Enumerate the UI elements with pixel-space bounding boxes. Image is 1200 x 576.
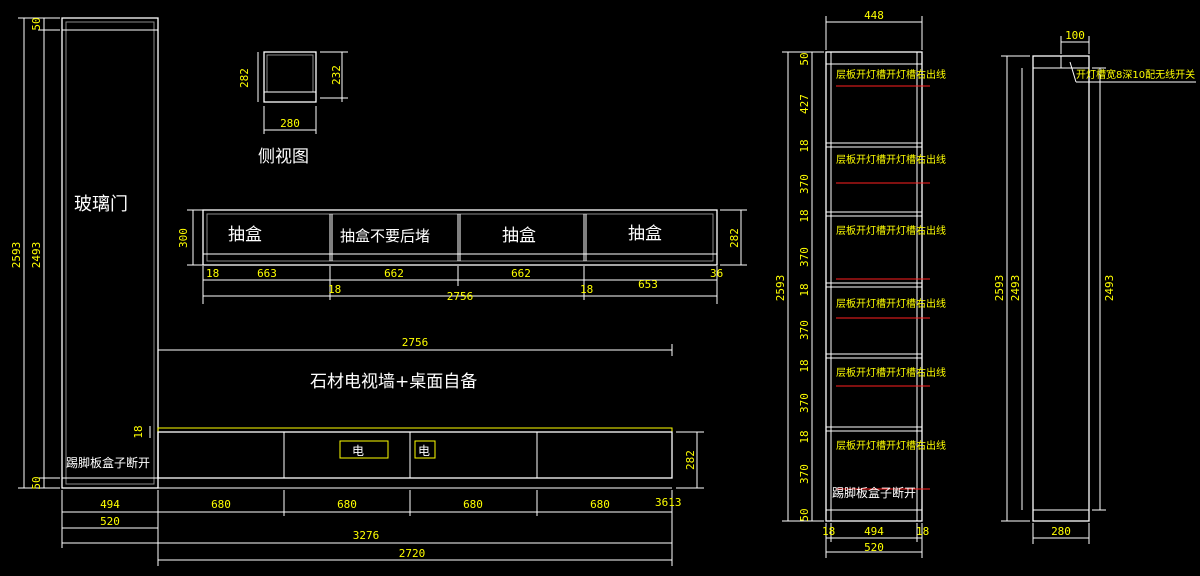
dim-low-494: 494 [100, 498, 120, 511]
dim-sh-v-10: 18 [798, 430, 811, 443]
light-groove-lines [836, 85, 930, 490]
dim-sh-v-5: 370 [798, 247, 811, 267]
power-outlet-1 [339, 440, 389, 459]
shelf-note-4: 层板开灯槽开灯槽右出线 [836, 297, 946, 310]
dim-low-18: 18 [132, 425, 145, 438]
dim-side-282: 282 [238, 68, 251, 88]
dim-low-680-a: 680 [211, 498, 231, 511]
dim-low-680-d: 680 [590, 498, 610, 511]
tall-cabinet-dimensions [18, 17, 60, 489]
dim-side-232: 232 [330, 65, 343, 85]
end-side-panel [1032, 55, 1090, 522]
shelf-unit-dimensions [782, 16, 923, 558]
dim-wall-662-b: 662 [511, 267, 531, 280]
dim-tall-50-top: 50 [30, 17, 43, 30]
shelf-note-3: 层板开灯槽开灯槽右出线 [836, 224, 946, 237]
dim-sh-v-1: 427 [798, 94, 811, 114]
power-label-2: 电 [418, 444, 430, 458]
tall-glass-cabinet [61, 17, 159, 489]
dim-sh-v-0: 50 [798, 52, 811, 65]
power-outlet-2 [414, 440, 436, 459]
tv-wall-top-dimension [157, 344, 673, 356]
dim-ed-2593: 2593 [993, 275, 1006, 302]
dim-wall-18-a: 18 [206, 267, 219, 280]
dim-low-520: 520 [100, 515, 120, 528]
drawer-label-2: 抽盒不要后堵 [340, 227, 430, 245]
dim-sh-v-9: 370 [798, 393, 811, 413]
dim-sh-494: 494 [864, 525, 884, 538]
dim-low-2720: 2720 [399, 547, 426, 560]
dim-sh-v-14: 50 [798, 508, 811, 521]
dim-ed-2493: 2493 [1009, 275, 1022, 302]
dim-sh-v-3: 370 [798, 174, 811, 194]
side-view-box [257, 51, 348, 134]
drawer-label-1: 抽盒 [228, 225, 262, 245]
dim-sh-18-l: 18 [822, 525, 835, 538]
dim-wall-18-c: 18 [580, 283, 593, 296]
low-cabinet-dimensions [61, 426, 704, 566]
drawer-label-4: 抽盒 [628, 224, 662, 244]
dim-sh-v-8: 18 [798, 359, 811, 372]
shelf-note-1: 层板开灯槽开灯槽右出线 [836, 68, 946, 81]
shelf-unit [825, 51, 923, 522]
power-label-1: 电 [352, 444, 364, 458]
dim-top-2756: 2756 [402, 336, 429, 349]
dim-wall-653: 653 [638, 278, 658, 291]
dim-wall-282: 282 [728, 228, 741, 248]
dim-tall-2493: 2493 [30, 242, 43, 269]
dim-tall-50-bot: 50 [30, 476, 43, 489]
kickboard-label-right: 踢脚板盒子断开 [832, 485, 916, 500]
dim-sh-v-7: 370 [798, 320, 811, 340]
dim-low-282: 282 [684, 450, 697, 470]
shelf-note-2: 层板开灯槽开灯槽右出线 [836, 153, 946, 166]
dim-sh-v-11: 370 [798, 464, 811, 484]
stone-wall-label: 石材电视墙+桌面自备 [310, 372, 477, 392]
dim-sh-2593: 2593 [774, 275, 787, 302]
glass-door-label: 玻璃门 [74, 194, 128, 215]
dim-tall-2593: 2593 [10, 242, 23, 269]
dim-wall-18-b: 18 [328, 283, 341, 296]
dim-side-280: 280 [280, 117, 300, 130]
kickboard-label-left: 踢脚板盒子断开 [66, 455, 150, 470]
dim-wall-662-a: 662 [384, 267, 404, 280]
dim-low-680-b: 680 [337, 498, 357, 511]
dim-ed-280: 280 [1051, 525, 1071, 538]
wall-unit-dimensions [187, 209, 747, 304]
dim-low-680-c: 680 [463, 498, 483, 511]
drawer-label-3: 抽盒 [502, 226, 536, 246]
dim-wall-300: 300 [177, 228, 190, 248]
dim-wall-2756: 2756 [447, 290, 474, 303]
dim-sh-448: 448 [864, 9, 884, 22]
dim-wall-663: 663 [257, 267, 277, 280]
dim-ed-2493-r: 2493 [1103, 275, 1116, 302]
dim-sh-v-6: 18 [798, 283, 811, 296]
dim-low-3276: 3276 [353, 529, 380, 542]
shelf-note-6: 层板开灯槽开灯槽右出线 [836, 439, 946, 452]
wall-drawer-unit [202, 209, 718, 266]
end-panel-dimensions [1001, 36, 1196, 544]
dim-sh-v-4: 18 [798, 209, 811, 222]
dim-sh-520: 520 [864, 541, 884, 554]
dim-sh-18-r: 18 [916, 525, 929, 538]
dim-low-3613: 3613 [655, 496, 682, 509]
dim-wall-36: 36 [710, 267, 723, 280]
dim-ed-100: 100 [1065, 29, 1085, 42]
shelf-note-5: 层板开灯槽开灯槽右出线 [836, 366, 946, 379]
light-switch-note: 开灯槽宽8深10配无线开关 [1076, 68, 1195, 81]
low-tv-cabinet [157, 427, 673, 489]
side-view-label: 侧视图 [258, 147, 309, 167]
dim-sh-v-2: 18 [798, 139, 811, 152]
